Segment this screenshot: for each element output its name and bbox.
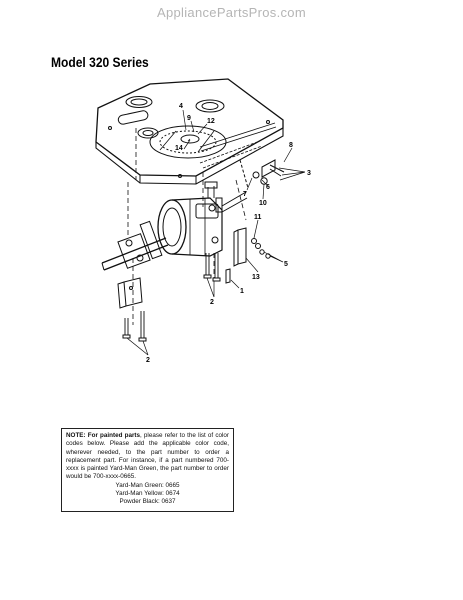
site-watermark: AppliancePartsPros.com: [157, 5, 306, 20]
note-text: , please refer to the list of color code…: [66, 432, 229, 481]
callout-8: 8: [289, 142, 293, 149]
color-code-yellow: Yard-Man Yellow: 0674: [115, 490, 180, 498]
callout-12: 12: [207, 118, 215, 125]
callout-2-upper: 2: [210, 299, 214, 306]
callout-1: 1: [240, 288, 244, 295]
model-title: Model 320 Series: [51, 54, 149, 70]
painted-parts-note: NOTE: For painted parts, please refer to…: [61, 428, 234, 512]
bracket-hardware: [239, 159, 285, 189]
callout-7: 7: [243, 191, 247, 198]
callout-3: 3: [307, 170, 311, 177]
callout-4: 4: [179, 103, 183, 110]
bolts: [122, 253, 221, 342]
mounting-plate: [95, 78, 284, 185]
callout-2-lower: 2: [146, 357, 150, 364]
callout-14: 14: [175, 145, 183, 152]
callout-13: 13: [252, 274, 260, 281]
axle-assembly: [101, 220, 169, 271]
callout-9: 9: [187, 115, 191, 122]
callout-11: 11: [254, 214, 262, 221]
leader-lines: [126, 109, 306, 356]
transmission: [157, 181, 248, 257]
color-code-green: Yard-Man Green: 0665: [115, 481, 180, 489]
callout-6: 6: [266, 184, 270, 191]
color-code-black: Powder Black: 0637: [119, 498, 176, 506]
callout-labels: 4 9 12 14 8 3 6 7 10 11 5 13 1 2 2: [146, 103, 311, 364]
callout-10: 10: [259, 200, 267, 207]
callout-5: 5: [284, 261, 288, 268]
lower-bracket: [117, 277, 143, 309]
right-small-parts: [225, 227, 271, 284]
note-label: NOTE: For painted parts: [66, 432, 141, 439]
alignment-lines: [127, 128, 247, 325]
